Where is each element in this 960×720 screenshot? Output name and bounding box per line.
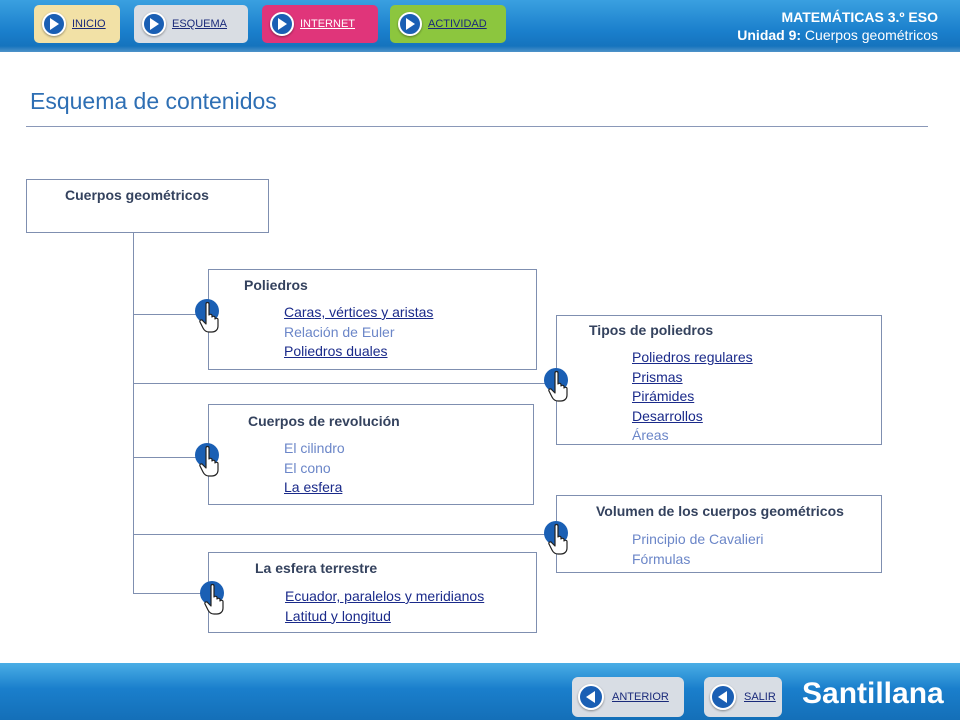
salir-label: SALIR	[744, 691, 776, 703]
link-latitud-longitud[interactable]: Latitud y longitud	[285, 607, 391, 624]
item-cilindro: El cilindro	[284, 440, 345, 456]
link-prismas[interactable]: Prismas	[632, 368, 683, 385]
title-divider	[26, 126, 928, 127]
item-areas: Áreas	[632, 427, 669, 443]
volumen-list: Principio de Cavalieri Fórmulas	[632, 530, 764, 569]
santillana-logo: Santillana	[802, 677, 944, 710]
internet-button[interactable]: INTERNET	[262, 5, 378, 43]
item-relacion-euler: Relación de Euler	[284, 323, 395, 340]
course-title: MATEMÁTICAS 3.º ESO	[781, 9, 938, 25]
pointing-hand-icon[interactable]	[194, 298, 224, 334]
unit-title: Unidad 9: Cuerpos geométricos	[737, 26, 938, 44]
tipos-poliedros-list: Poliedros regulares Prismas Pirámides De…	[632, 348, 753, 446]
page-title: Esquema de contenidos	[30, 88, 277, 114]
link-esfera[interactable]: La esfera	[284, 479, 343, 495]
poliedros-list: Caras, vértices y aristas Relación de Eu…	[284, 303, 433, 362]
link-ecuador-paralelos-meridianos[interactable]: Ecuador, paralelos y meridianos	[285, 588, 485, 604]
esquema-label: ESQUEMA	[172, 18, 228, 30]
esfera-terrestre-box: La esfera terrestre Ecuador, paralelos y…	[208, 552, 537, 633]
play-icon	[42, 12, 66, 36]
item-cono: El cono	[284, 459, 331, 476]
poliedros-box: Poliedros Caras, vértices y aristas Rela…	[208, 269, 537, 370]
esfera-terrestre-title: La esfera terrestre	[255, 560, 378, 576]
volumen-title: Volumen de los cuerpos geométricos	[596, 503, 844, 519]
tipos-poliedros-box: Tipos de poliedros Poliedros regulares P…	[556, 315, 882, 445]
anterior-label: ANTERIOR	[612, 691, 669, 703]
revolucion-title: Cuerpos de revolución	[248, 413, 400, 429]
connector-poliedros	[133, 314, 209, 315]
revolucion-box: Cuerpos de revolución El cilindro El con…	[208, 404, 534, 505]
unit-name: Cuerpos geométricos	[801, 27, 938, 43]
actividad-button[interactable]: ACTIVIDAD	[390, 5, 506, 43]
root-title: Cuerpos geométricos	[65, 187, 209, 203]
root-box: Cuerpos geométricos	[26, 179, 269, 233]
inicio-button[interactable]: INICIO	[34, 5, 120, 43]
item-formulas: Fórmulas	[632, 550, 691, 567]
link-desarrollos[interactable]: Desarrollos	[632, 407, 703, 424]
play-icon	[398, 12, 422, 36]
pointing-hand-icon[interactable]	[194, 442, 224, 478]
footer-bar	[0, 663, 960, 720]
connector-trunk	[133, 232, 134, 594]
link-piramides[interactable]: Pirámides	[632, 388, 695, 404]
revolucion-list: El cilindro El cono La esfera	[284, 439, 345, 498]
pointing-hand-icon[interactable]	[199, 580, 229, 616]
connector-esfera-terrestre	[133, 593, 209, 594]
inicio-label: INICIO	[72, 18, 106, 30]
anterior-button[interactable]: ANTERIOR	[572, 677, 684, 717]
connector-tipos	[133, 383, 557, 384]
connector-volumen	[133, 534, 557, 535]
play-icon	[142, 12, 166, 36]
esquema-button[interactable]: ESQUEMA	[134, 5, 248, 43]
esfera-terrestre-list: Ecuador, paralelos y meridianos Latitud …	[285, 587, 484, 626]
pointing-hand-icon[interactable]	[543, 367, 573, 403]
salir-button[interactable]: SALIR	[704, 677, 782, 717]
volumen-box: Volumen de los cuerpos geométricos Princ…	[556, 495, 882, 573]
unit-label: Unidad 9:	[737, 27, 802, 43]
poliedros-title: Poliedros	[244, 277, 308, 293]
link-caras-vertices-aristas[interactable]: Caras, vértices y aristas	[284, 304, 434, 320]
subject-header: MATEMÁTICAS 3.º ESO Unidad 9: Cuerpos ge…	[737, 8, 938, 44]
tipos-poliedros-title: Tipos de poliedros	[589, 322, 714, 338]
link-poliedros-duales[interactable]: Poliedros duales	[284, 343, 388, 359]
link-poliedros-regulares[interactable]: Poliedros regulares	[632, 349, 753, 365]
connector-revolucion	[133, 457, 209, 458]
item-cavalieri: Principio de Cavalieri	[632, 531, 764, 547]
internet-label: INTERNET	[300, 18, 355, 30]
back-arrow-icon	[710, 684, 736, 710]
back-arrow-icon	[578, 684, 604, 710]
actividad-label: ACTIVIDAD	[428, 18, 487, 30]
pointing-hand-icon[interactable]	[543, 520, 573, 556]
play-icon	[270, 12, 294, 36]
